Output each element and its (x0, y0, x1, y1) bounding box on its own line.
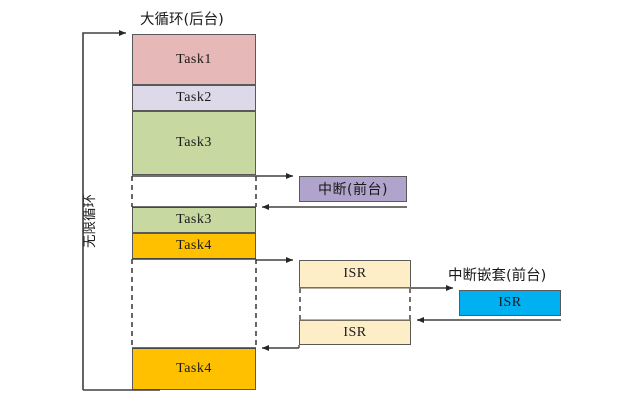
task-box-task2: Task2 (132, 85, 256, 111)
gap-rules-isr-column (299, 287, 411, 321)
task-box-task3-second: Task3 (132, 207, 256, 233)
dashed-guides-isr-column (299, 288, 411, 320)
task-box-task4-first: Task4 (132, 233, 256, 259)
isr-box-first: ISR (299, 260, 411, 288)
interrupt-box: 中断(前台) (299, 176, 407, 202)
gap-rules-main-column (132, 175, 256, 349)
isr-box-second: ISR (299, 320, 411, 345)
task-box-task4-second: Task4 (132, 348, 256, 390)
dashed-guides-lower (131, 259, 257, 348)
task-box-task1: Task1 (132, 34, 256, 85)
task-box-task3-first: Task3 (132, 111, 256, 175)
isr-box-nested: ISR (459, 290, 561, 316)
nested-interrupt-title: 中断嵌套(前台) (448, 268, 547, 284)
main-column-title: 大循环(后台) (140, 12, 224, 28)
infinite-loop-label: 无限循环 (82, 194, 98, 248)
dashed-guides-upper (131, 176, 257, 207)
